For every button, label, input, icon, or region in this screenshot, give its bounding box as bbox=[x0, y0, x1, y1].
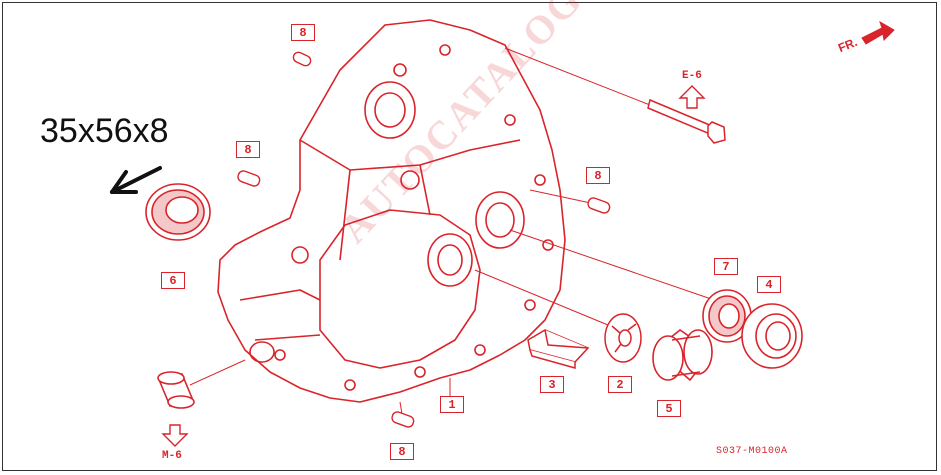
front-arrow-icon bbox=[861, 20, 895, 45]
oil-seal-part-7 bbox=[702, 289, 752, 343]
reference-m6: M-6 bbox=[162, 450, 182, 462]
callout-part-8-left[interactable]: 8 bbox=[236, 141, 260, 158]
callout-part-7[interactable]: 7 bbox=[714, 258, 738, 275]
callout-part-1[interactable]: 1 bbox=[440, 396, 464, 413]
reference-arrow-down-icon bbox=[161, 424, 189, 447]
seal-size-annotation: 35x56x8 bbox=[40, 112, 169, 150]
callout-part-8-bottom[interactable]: 8 bbox=[390, 443, 414, 460]
plug-part bbox=[157, 371, 195, 409]
callout-part-3[interactable]: 3 bbox=[540, 376, 564, 393]
housing-flange bbox=[319, 209, 481, 369]
magnet-part-3 bbox=[527, 329, 590, 369]
reference-arrow-up-icon bbox=[678, 85, 706, 109]
dowel-pin bbox=[237, 170, 261, 187]
dowel-pin bbox=[587, 197, 611, 214]
top-bore bbox=[364, 81, 416, 139]
oil-seal-part-6 bbox=[145, 183, 211, 241]
callout-part-8-right[interactable]: 8 bbox=[586, 167, 610, 184]
oil-guide-plate-part-2 bbox=[604, 313, 642, 363]
callout-part-5[interactable]: 5 bbox=[657, 400, 681, 417]
dowel-pin bbox=[391, 411, 415, 428]
dowel-pin bbox=[292, 51, 312, 67]
dowel-pins bbox=[237, 51, 611, 428]
pointer-arrow-icon bbox=[110, 166, 162, 194]
clutch-housing bbox=[217, 19, 566, 403]
needle-bearing-part-5 bbox=[652, 329, 714, 382]
callout-part-2[interactable]: 2 bbox=[608, 376, 632, 393]
callout-part-8-top[interactable]: 8 bbox=[291, 24, 315, 41]
callout-part-6[interactable]: 6 bbox=[161, 272, 185, 289]
callout-part-4[interactable]: 4 bbox=[757, 276, 781, 293]
catalog-code: S037-M0100A bbox=[716, 446, 788, 457]
reference-e6: E-6 bbox=[682, 70, 702, 82]
ball-bearing-part-4 bbox=[741, 303, 803, 369]
housing-bolt bbox=[647, 98, 726, 144]
input-bore bbox=[475, 191, 525, 249]
countershaft-bore bbox=[427, 233, 473, 287]
